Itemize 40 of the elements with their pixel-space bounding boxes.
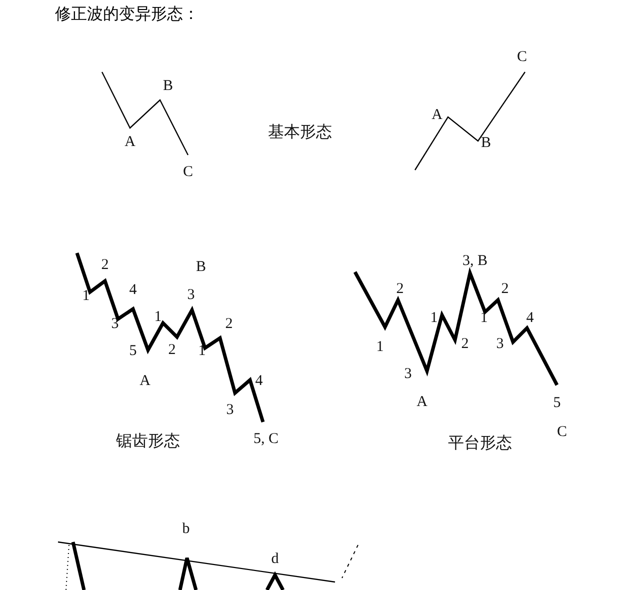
wave-label: B bbox=[196, 259, 206, 275]
wave-label: 5 bbox=[553, 395, 561, 411]
wave-label: 4 bbox=[526, 310, 534, 326]
wave-label: 1 bbox=[376, 339, 384, 355]
wave-label: A bbox=[124, 134, 136, 150]
wave-label: 2 bbox=[461, 336, 469, 352]
wave-label: A bbox=[432, 107, 442, 123]
wave-label: 3 bbox=[226, 402, 234, 418]
title: 修正波的变异形态： bbox=[55, 4, 199, 25]
wave-label: B bbox=[163, 78, 173, 94]
wave-label: d bbox=[271, 551, 279, 567]
wave-label: 4 bbox=[255, 373, 263, 389]
wave-label: A bbox=[416, 394, 428, 410]
pattern-caption: 锯齿形态 bbox=[116, 431, 180, 450]
wave-label: b bbox=[182, 521, 190, 537]
wave-label: 1 bbox=[430, 310, 438, 326]
pattern-caption: 平台形态 bbox=[448, 433, 512, 452]
wave-label: 2 bbox=[396, 281, 404, 297]
wave-label: 4 bbox=[129, 282, 137, 298]
wave-label: B bbox=[481, 135, 491, 151]
wave-label: 3 bbox=[404, 366, 412, 382]
wave-label: 1 bbox=[480, 310, 488, 326]
wave-label: 3 bbox=[187, 287, 195, 303]
wave-label: 2 bbox=[168, 342, 176, 358]
wave-label: 1 bbox=[82, 288, 90, 304]
wave-label: 3, B bbox=[462, 253, 488, 269]
wave-label: 3 bbox=[496, 336, 504, 352]
wave-label: C bbox=[517, 49, 527, 65]
pattern-caption: 基本形态 bbox=[268, 122, 332, 141]
wave-label: 2 bbox=[501, 281, 509, 297]
wave-label: 5, C bbox=[254, 431, 278, 447]
wave-label: 2 bbox=[225, 316, 233, 332]
wave-label: 5 bbox=[129, 343, 137, 359]
wave-label: C bbox=[557, 424, 567, 440]
wave-label: C bbox=[183, 164, 193, 180]
wave-label: 1 bbox=[198, 343, 206, 359]
wave-label: 2 bbox=[101, 257, 109, 273]
wave-label: 3 bbox=[111, 316, 119, 332]
wave-label: A bbox=[140, 373, 150, 389]
wave-label: 1 bbox=[154, 309, 162, 325]
